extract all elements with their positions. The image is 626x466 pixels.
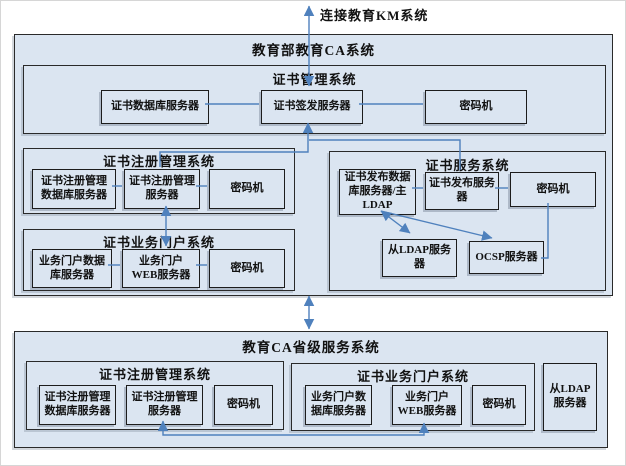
km-link-label: 连接教育KM系统	[320, 8, 429, 23]
upper-system-box: 教育部教育CA系统 证书管理系统 证书数据库服务器 证书签发服务器 密码机 证书…	[14, 34, 613, 296]
portal-title-lower: 证书业务门户系统	[356, 369, 469, 384]
portal-hsm-upper: 密码机	[209, 249, 285, 288]
cert-db-server: 证书数据库服务器	[101, 90, 209, 124]
reg-db-server-lower: 证书注册管理 数据库服务器	[39, 385, 116, 425]
portal-db-server-upper: 业务门户数据 库服务器	[32, 249, 112, 288]
lower-system-title: 教育CA省级服务系统	[242, 340, 380, 355]
reg-hsm-upper: 密码机	[209, 169, 285, 209]
lower-system-box: 教育CA省级服务系统 证书注册管理系统 证书注册管理 数据库服务器 证书注册管理…	[14, 331, 608, 448]
reg-mgmt-system-lower: 证书注册管理系统 证书注册管理 数据库服务器 证书注册管理 服务器 密码机	[26, 361, 284, 430]
reg-db-server-upper: 证书注册管理 数据库服务器	[32, 169, 116, 209]
publish-db-master-ldap: 证书发布数据 库服务器/主 LDAP	[339, 169, 416, 215]
cert-sign-server: 证书签发服务器	[261, 90, 363, 124]
reg-server-lower: 证书注册管理 服务器	[126, 385, 203, 425]
portal-web-server-lower: 业务门户 WEB服务器	[392, 385, 462, 425]
cert-service-hsm: 密码机	[510, 172, 596, 207]
cert-service-system: 证书服务系统 证书发布数据 库服务器/主 LDAP 证书发布服务 器 密码机 从…	[329, 151, 606, 291]
portal-system-upper: 证书业务门户系统 业务门户数据 库服务器 业务门户 WEB服务器 密码机	[23, 229, 295, 291]
slave-ldap-server-lower: 从LDAP 服务器	[543, 363, 597, 431]
portal-system-lower: 证书业务门户系统 业务门户数 据库服务器 业务门户 WEB服务器 密码机	[291, 363, 535, 431]
cert-mgmt-title: 证书管理系统	[272, 72, 357, 87]
portal-web-server-upper: 业务门户 WEB服务器	[122, 249, 200, 288]
reg-mgmt-title-upper: 证书注册管理系统	[102, 154, 215, 169]
ocsp-server: OCSP服务器	[469, 241, 544, 274]
portal-title-upper: 证书业务门户系统	[102, 235, 215, 250]
cert-mgmt-hsm: 密码机	[425, 90, 527, 124]
cert-mgmt-system: 证书管理系统 证书数据库服务器 证书签发服务器 密码机	[23, 65, 606, 134]
reg-server-upper: 证书注册管理 服务器	[124, 169, 200, 209]
reg-mgmt-system-upper: 证书注册管理系统 证书注册管理 数据库服务器 证书注册管理 服务器 密码机	[23, 148, 295, 214]
reg-hsm-lower: 密码机	[214, 385, 273, 425]
cert-publish-server: 证书发布服务 器	[425, 172, 499, 210]
portal-db-server-lower: 业务门户数 据库服务器	[305, 385, 372, 425]
slave-ldap-server-upper: 从LDAP服务 器	[382, 239, 457, 277]
reg-mgmt-title-lower: 证书注册管理系统	[98, 367, 211, 382]
upper-system-title: 教育部教育CA系统	[252, 43, 375, 58]
portal-hsm-lower: 密码机	[472, 385, 526, 425]
